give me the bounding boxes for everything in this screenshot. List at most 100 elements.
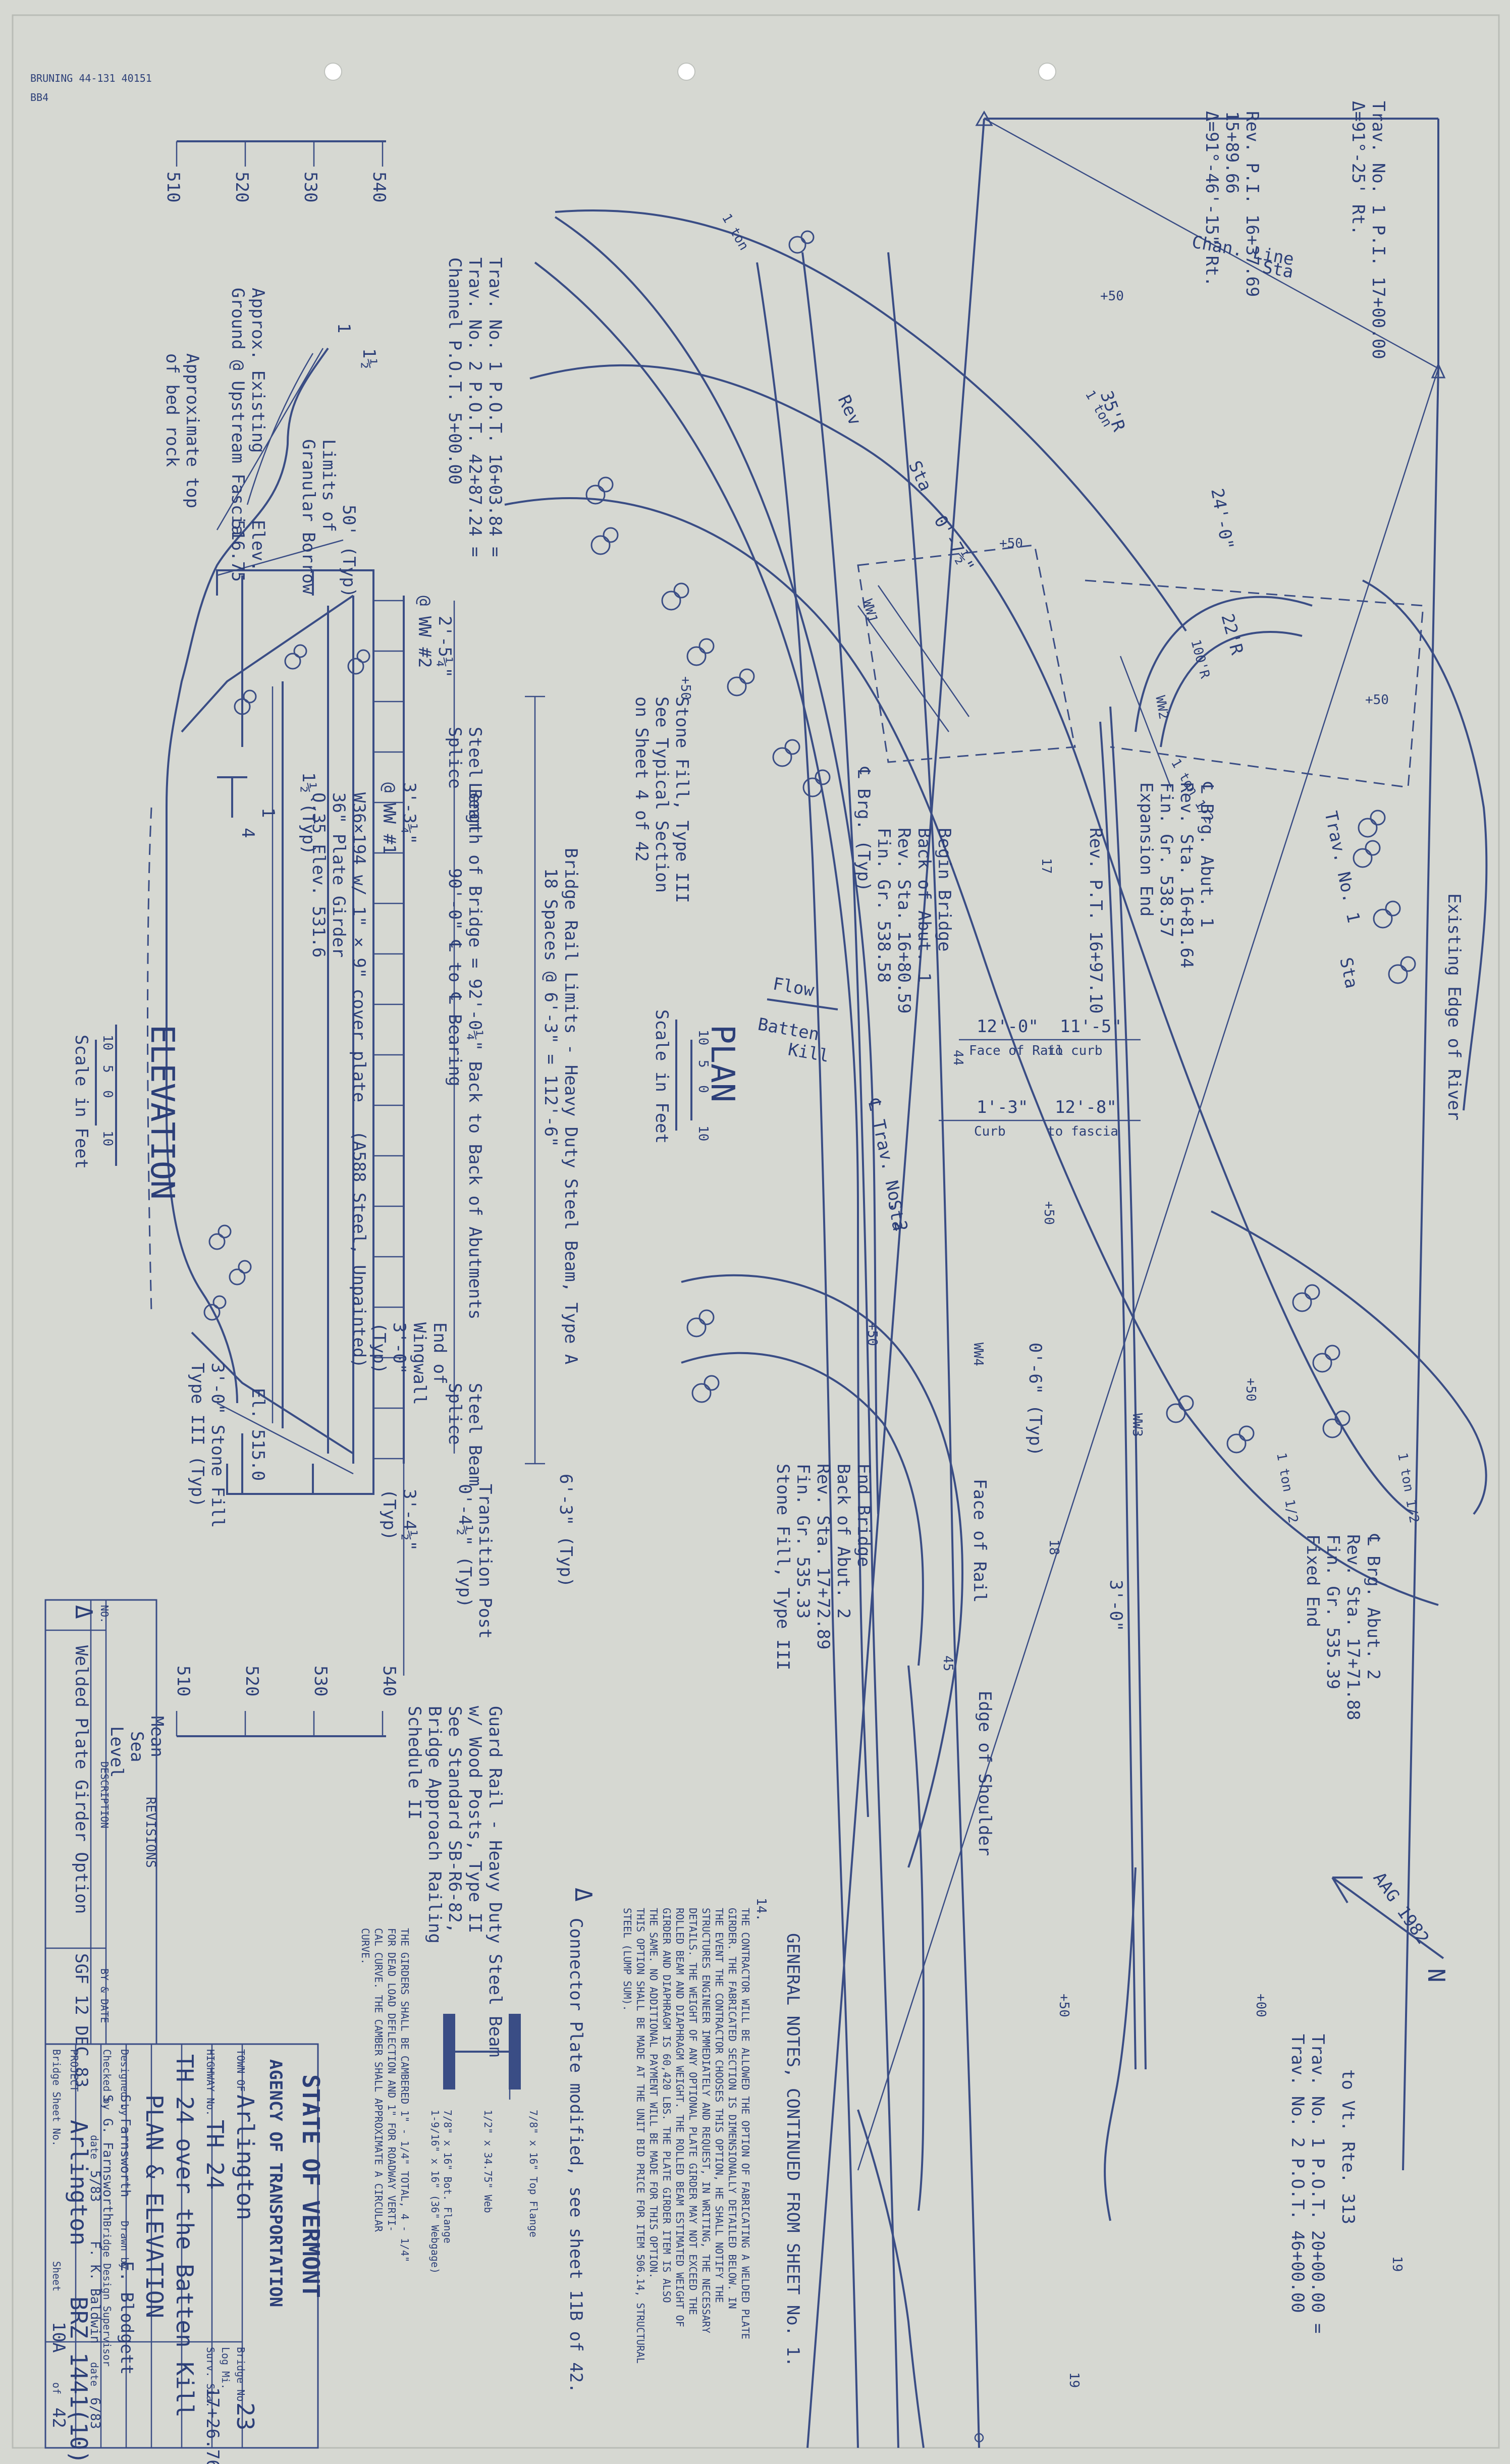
granular-borrow-limit xyxy=(246,353,314,505)
brg-abut2-note: ℄ Brg. Abut. 2 Rev. Sta. 17+71.88 Fin. G… xyxy=(1303,1534,1383,1720)
stone-fill-edge xyxy=(907,1665,925,2211)
north-arrow: N AAG 1982 xyxy=(1331,1868,1450,1983)
rail-limits-line2: 18 Spaces @ 6'-3" = 112'-6" xyxy=(541,868,561,1147)
revisions-table: REVISIONS NO. DESCRIPTION BY & DATE Δ We… xyxy=(44,1599,158,2087)
revisions-title: REVISIONS xyxy=(143,1797,158,1868)
kill-label: Kill xyxy=(786,1039,831,1066)
svg-text:19: 19 xyxy=(1389,2256,1405,2272)
dim-3-5-ww: @ WW #1 xyxy=(379,782,399,854)
stone-fill-symbols xyxy=(203,644,370,1321)
bridge-fascia xyxy=(1099,721,1137,2070)
svg-text:530: 530 xyxy=(300,172,320,202)
road-curve xyxy=(681,1274,963,1868)
elev-label: Elev. xyxy=(248,520,268,571)
svg-text:17: 17 xyxy=(1039,858,1054,874)
girder-section-detail xyxy=(443,2014,521,2100)
of-label: of xyxy=(50,2382,63,2394)
north-letter: N xyxy=(1423,1968,1450,1983)
stone-fill-3-line2: Type III (Typ) xyxy=(187,1363,207,1508)
svg-text:Trav. No. 2 P.O.T. 42+87.24 =: Trav. No. 2 P.O.T. 42+87.24 = xyxy=(465,257,485,557)
svg-text:Begin Bridge: Begin Bridge xyxy=(934,828,954,952)
svg-text:Rev. Sta. 17+71.88: Rev. Sta. 17+71.88 xyxy=(1343,1534,1363,1720)
roadway-centerline xyxy=(801,252,899,2448)
svg-text:+00: +00 xyxy=(1253,1994,1268,2017)
revisions-col-desc: DESCRIPTION xyxy=(98,1761,111,1828)
svg-text:540: 540 xyxy=(369,172,389,202)
svg-text:STRUCTURES ENGINEER IMMEDIATEL: STRUCTURES ENGINEER IMMEDIATELY AND REQU… xyxy=(700,1908,712,2333)
curve-arc xyxy=(1135,596,1313,732)
trav-pi-block: Trav. No. 1 P.I. 17+00.00 Δ=91°-25' Rt. xyxy=(1348,101,1388,359)
sheet-label: Sheet xyxy=(50,2261,63,2291)
svg-text:℄ Brg. Abut. 2: ℄ Brg. Abut. 2 xyxy=(1363,1534,1383,1680)
revision-desc: Welded Plate Girder Option xyxy=(71,1645,91,1914)
svg-text:Trav. No. 1 P.I. 17+00.00: Trav. No. 1 P.I. 17+00.00 xyxy=(1368,101,1388,359)
dim-1-3: 1'-3" xyxy=(977,1097,1028,1117)
traverse-point-marker xyxy=(975,110,993,126)
supervisor-label: Bridge Design Supervisor xyxy=(101,2221,113,2367)
of-value: 42 xyxy=(48,2407,69,2428)
approx-existing-1: Approx. Existing xyxy=(248,288,268,453)
road-curve xyxy=(681,1352,924,1666)
town-label: TOWN OF xyxy=(235,2049,247,2092)
punch-hole xyxy=(324,63,342,81)
trav-no1-label: Trav. No. 1 xyxy=(1320,810,1364,925)
punch-hole xyxy=(677,63,695,81)
approx-existing-2: Ground @ Upstream Fascia xyxy=(228,288,248,535)
svg-text:+50: +50 xyxy=(678,676,693,700)
svg-text:Back of Abut. 2: Back of Abut. 2 xyxy=(833,1464,853,1619)
sheet-border xyxy=(12,14,1500,2449)
town-value: Arlington xyxy=(232,2095,259,2220)
svg-text:Δ=91°-25' Rt.: Δ=91°-25' Rt. xyxy=(1348,101,1368,235)
designed-value: S. Farnsworth xyxy=(118,2095,133,2198)
abutment-outline xyxy=(857,544,1076,763)
flow-label: Flow xyxy=(771,974,816,1001)
revisions-col-by: BY & DATE xyxy=(98,1968,111,2023)
elevation-scale-caption: Scale in Feet xyxy=(71,1035,91,1169)
svg-text:THIS OPTION SHALL BE MADE AT T: THIS OPTION SHALL BE MADE AT THE UNIT BI… xyxy=(634,1908,646,2364)
svg-text:520: 520 xyxy=(242,1666,262,1696)
svg-text:+50: +50 xyxy=(1100,289,1124,304)
supervisor-value: F. K. Baldwin xyxy=(87,2241,102,2344)
existing-edge-label: Existing Edge of River xyxy=(1444,893,1464,1120)
end-bridge-note: End Bridge Back of Abut. 2 Rev. Sta. 17+… xyxy=(773,1464,874,1670)
wingwall-outline xyxy=(1085,579,1424,788)
rev-label: Rev xyxy=(834,392,865,429)
wingwall-line xyxy=(857,585,1172,788)
general-notes: GENERAL NOTES, CONTINUED FROM SHEET No. … xyxy=(359,1888,803,2393)
elevation-scale-tick: 5 xyxy=(100,1065,115,1073)
revisions-col-no: NO. xyxy=(98,1605,111,1623)
river-edge-line xyxy=(529,364,1414,1515)
length-of-bridge-line2: 90'-0" ℄ to ℄ Bearing xyxy=(445,868,465,1087)
bridge-rail-posts xyxy=(373,596,405,1676)
dim-100-r: 100'R xyxy=(1188,638,1212,680)
svg-text:+50: +50 xyxy=(1243,1378,1258,1402)
svg-text:w/ Wood Posts, Type II: w/ Wood Posts, Type II xyxy=(465,1706,485,1933)
svg-text:Fin. Gr. 535.39: Fin. Gr. 535.39 xyxy=(1323,1534,1343,1689)
revision-by: SGF 12 DEC 83 xyxy=(71,1953,91,2087)
steel-beam-splice-2: Splice xyxy=(445,1383,465,1445)
river-edge-line xyxy=(504,497,1439,1606)
web-label: 1/2" x 34.75" Web xyxy=(482,2110,494,2213)
svg-text:Bridge Approach Railing: Bridge Approach Railing xyxy=(424,1706,445,1944)
dim-1-5-typ: 1½ (Typ) xyxy=(298,772,318,855)
punch-hole xyxy=(1038,63,1056,81)
designed-label: Designed by xyxy=(119,2049,131,2116)
transition-post-line2: 0'-4½" (Typ) xyxy=(455,1484,475,1608)
to-curb-label: to curb xyxy=(1047,1043,1103,1058)
log-mile-label: Log Mi. xyxy=(220,2347,232,2389)
face-of-rail-label: Face of Rail xyxy=(969,1479,990,1603)
plan-title: PLAN xyxy=(704,1025,741,1102)
brg-abut1-note: ℄ Brg. Abut. 1 Rev. Sta. 16+81.64 Fin. G… xyxy=(1136,782,1217,968)
el-515: El. 515.0 xyxy=(248,1388,268,1481)
svg-text:15+89.66: 15+89.66 xyxy=(1222,111,1242,194)
to-fascia-label: to fascia xyxy=(1047,1124,1118,1139)
bridge-no-label: Bridge No. xyxy=(235,2347,247,2407)
date-value: 5/83 xyxy=(87,2170,102,2202)
date2-value: 6/83 xyxy=(87,2397,102,2429)
svg-text:+50: +50 xyxy=(1365,692,1389,708)
slope-1b: 1 xyxy=(258,808,278,818)
surv-sta-value: 17+26.76 xyxy=(202,2387,223,2464)
svg-text:Fixed End: Fixed End xyxy=(1303,1534,1323,1627)
connector-triangle: Δ xyxy=(570,1888,597,1902)
steel-beam-splice-1: Splice xyxy=(445,727,465,789)
